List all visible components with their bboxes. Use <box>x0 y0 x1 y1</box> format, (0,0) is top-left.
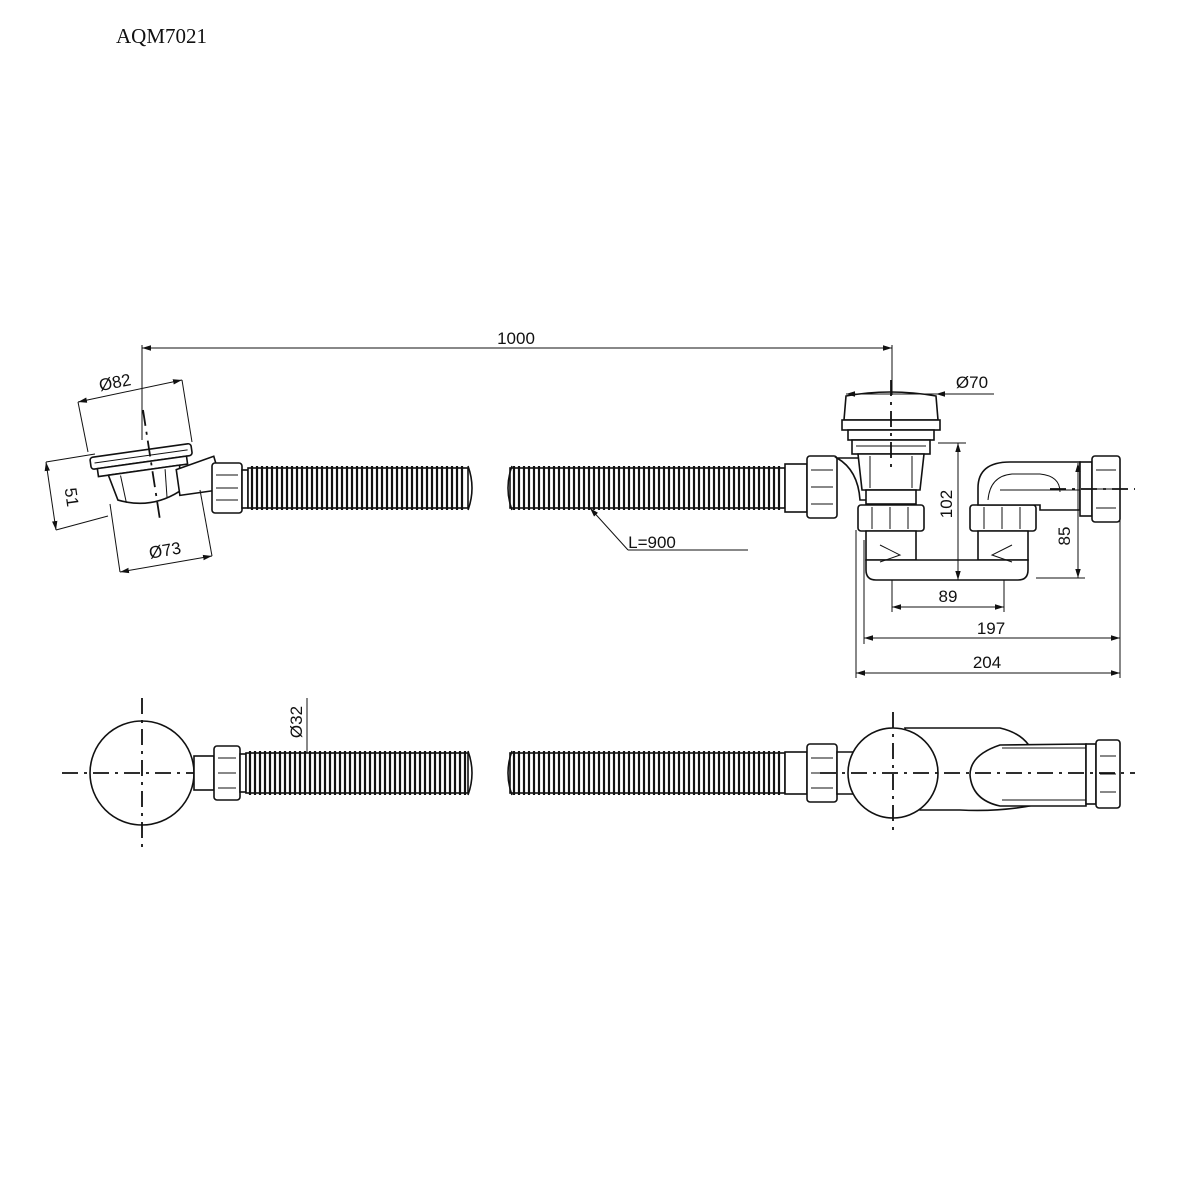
left-nut-top <box>193 745 247 801</box>
top-view <box>62 698 1135 848</box>
dim-outlet-height: 85 <box>1055 527 1074 546</box>
overflow-axis <box>142 409 161 521</box>
dim-overflow-height: 51 <box>61 487 82 508</box>
hose-top-left <box>245 750 473 796</box>
model-code: AQM7021 <box>116 24 208 48</box>
overflow-head <box>89 442 225 505</box>
dim-trap-spacing: 89 <box>939 587 958 606</box>
dim-trap-height: 102 <box>937 490 956 518</box>
dimension-lines <box>44 345 1121 755</box>
dim-hose-diameter: Ø32 <box>287 706 306 738</box>
hose-segment-right <box>507 465 786 511</box>
side-view <box>89 380 1135 581</box>
dim-overall-length: 1000 <box>497 329 535 348</box>
dim-overflow-body-diameter: Ø73 <box>148 538 183 562</box>
trap-assembly <box>857 455 1121 581</box>
dim-total-width: 204 <box>973 653 1001 672</box>
hose-top-right <box>507 750 786 796</box>
dim-drain-diameter: Ø70 <box>956 373 988 392</box>
dim-hose-length: L=900 <box>628 533 676 552</box>
dim-trap-width: 197 <box>977 619 1005 638</box>
left-nut <box>211 462 249 514</box>
trap-top <box>904 727 1121 812</box>
hose-segment-left <box>247 465 473 511</box>
